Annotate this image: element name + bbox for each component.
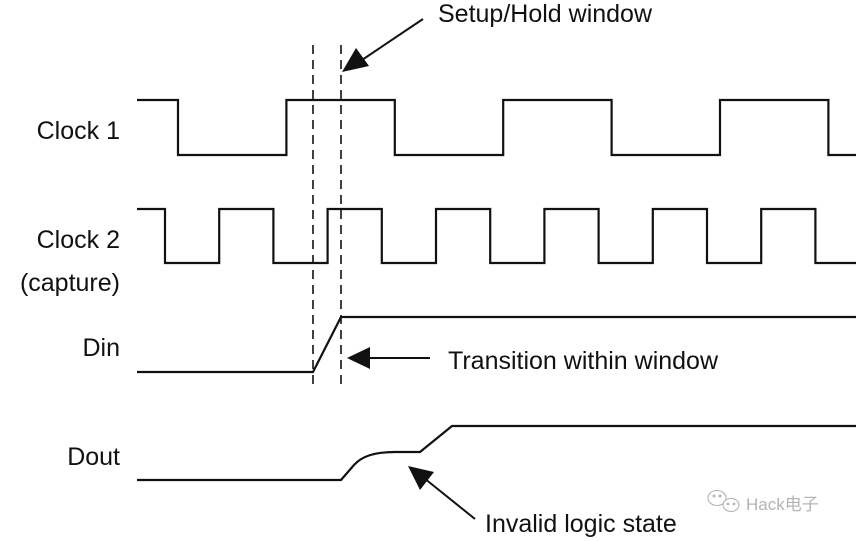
arrow-transition [347, 347, 430, 369]
label-clock2: Clock 2 [37, 226, 120, 254]
waveform-clock2 [137, 207, 856, 265]
label-dout: Dout [67, 443, 120, 471]
annotation-invalid: Invalid logic state [485, 510, 677, 538]
wechat-icon [707, 489, 740, 513]
label-din: Din [82, 334, 120, 362]
arrow-setup-hold [342, 18, 424, 72]
watermark-text: Hack电子 [746, 495, 819, 514]
waveform-din [137, 315, 856, 374]
annotation-setup-hold: Setup/Hold window [438, 0, 653, 28]
label-clock2-capture: (capture) [20, 269, 120, 297]
waveform-dout [137, 424, 856, 482]
waveform-clock1 [137, 98, 856, 157]
watermark: Hack电子 [707, 489, 819, 514]
label-clock1: Clock 1 [37, 117, 120, 145]
annotation-transition: Transition within window [448, 347, 719, 375]
arrow-invalid [408, 466, 476, 520]
